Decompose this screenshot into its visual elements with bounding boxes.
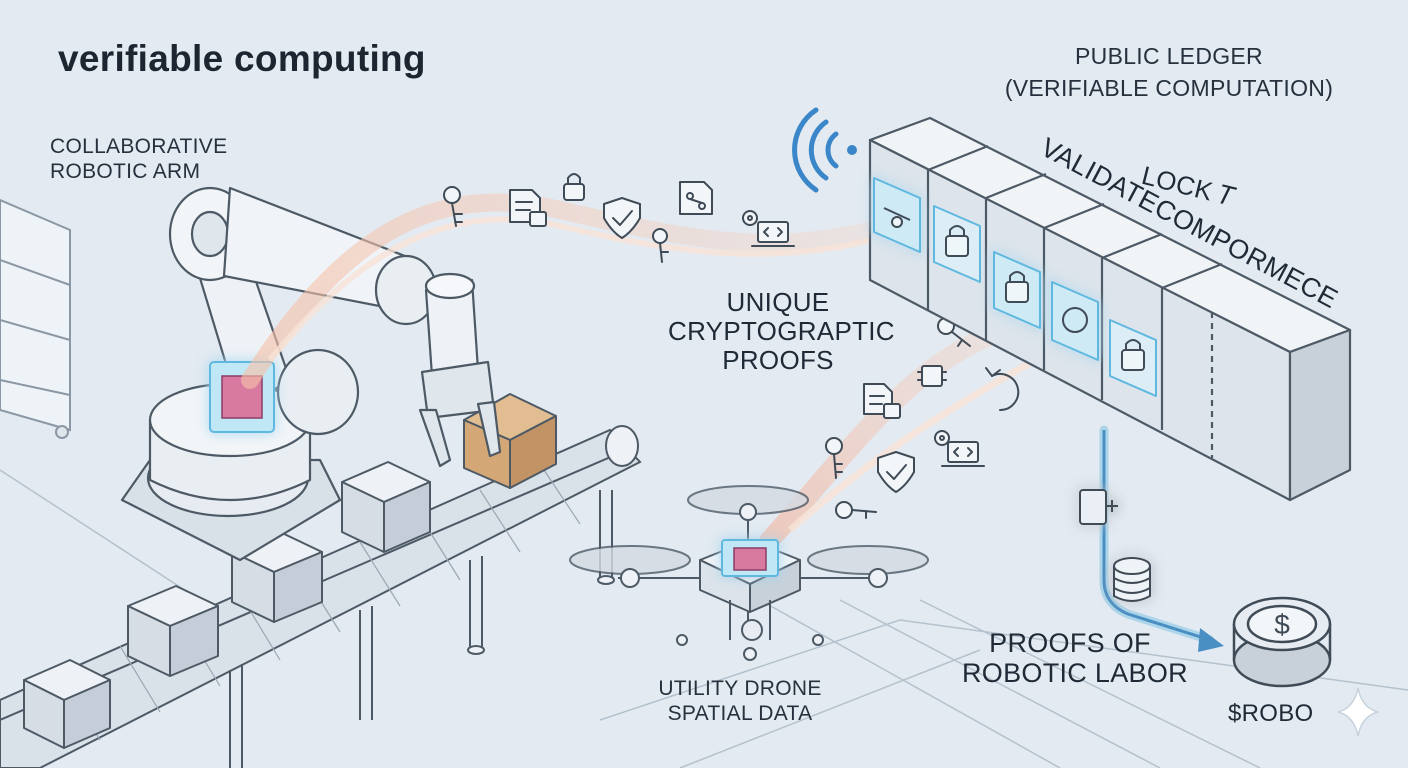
flowchart-icon xyxy=(679,181,713,215)
shield-check-icon xyxy=(877,451,915,493)
ledger-tile-drone xyxy=(873,177,921,253)
public-ledger-label: PUBLIC LEDGER (VERIFIABLE COMPUTATION) xyxy=(1004,40,1334,104)
key-icon xyxy=(825,437,843,479)
drone-label-line-2: SPATIAL DATA xyxy=(667,702,813,725)
key-icon xyxy=(443,186,463,227)
drone-chip xyxy=(721,539,779,577)
ledger-to-token-flow xyxy=(1099,425,1224,652)
ledger-tile-lock-2 xyxy=(993,251,1041,329)
cryptographic-proofs-line-3: PROOFS xyxy=(722,345,834,375)
gear-icon xyxy=(742,210,758,226)
svg-text:$: $ xyxy=(1274,609,1290,640)
sparkle-icon xyxy=(1337,687,1379,737)
ledger-lock-tiles xyxy=(873,177,1157,397)
ledger-tile-lock-3 xyxy=(1109,319,1157,397)
shield-check-icon xyxy=(603,197,641,239)
ledger-tile-refresh xyxy=(1051,281,1099,361)
lower-stream-icons xyxy=(825,317,1020,519)
proofs-of-labor-label: PROOFS OF ROBOTIC LABOR xyxy=(962,628,1188,688)
robotic-arm-label-line-1: COLLABORATIVE xyxy=(50,135,228,158)
ledger-tile-lock-1 xyxy=(933,205,981,283)
laptop-code-icon xyxy=(941,441,985,467)
document-lock-icon xyxy=(863,383,901,419)
router-icon xyxy=(1079,489,1118,525)
box-1 xyxy=(23,659,111,749)
page-title: verifiable computing xyxy=(58,38,426,79)
box-4 xyxy=(341,461,431,553)
chip-icon xyxy=(917,365,947,387)
background-shelf xyxy=(0,198,71,439)
token-label: $ROBO xyxy=(1228,700,1314,727)
drone-label-line-1: UTILITY DRONE xyxy=(658,677,822,700)
drone-label: UTILITY DRONE SPATIAL DATA xyxy=(640,676,840,726)
proofs-of-labor-line-1: PROOFS OF xyxy=(989,628,1151,658)
gear-icon xyxy=(934,430,950,446)
key-icon xyxy=(835,501,877,519)
wifi-icon xyxy=(792,107,857,193)
padlock-icon xyxy=(563,173,585,201)
cryptographic-proofs-label: UNIQUE CRYPTOGRAPTIC PROOFS xyxy=(668,287,895,375)
key-icon xyxy=(652,228,669,263)
box-2 xyxy=(127,585,219,677)
robotic-arm-label-line-2: ROBOTIC ARM xyxy=(50,160,201,183)
public-ledger-label-line-1: PUBLIC LEDGER xyxy=(1075,43,1263,69)
document-lock-icon xyxy=(509,189,547,227)
database-icon xyxy=(1113,557,1151,602)
refresh-icon xyxy=(985,367,1020,412)
top-stream-icons xyxy=(443,173,795,263)
laptop-code-icon xyxy=(751,221,795,247)
cryptographic-proofs-line-2: CRYPTOGRAPTIC xyxy=(668,316,895,346)
proofs-of-labor-line-2: ROBOTIC LABOR xyxy=(962,658,1188,688)
cryptographic-proofs-line-1: UNIQUE xyxy=(726,287,830,317)
public-ledger-label-line-2: (VERIFIABLE COMPUTATION) xyxy=(1004,75,1334,101)
robotic-arm-label: COLLABORATIVE ROBOTIC ARM xyxy=(50,134,227,184)
coin-icon: $ xyxy=(1232,596,1332,688)
